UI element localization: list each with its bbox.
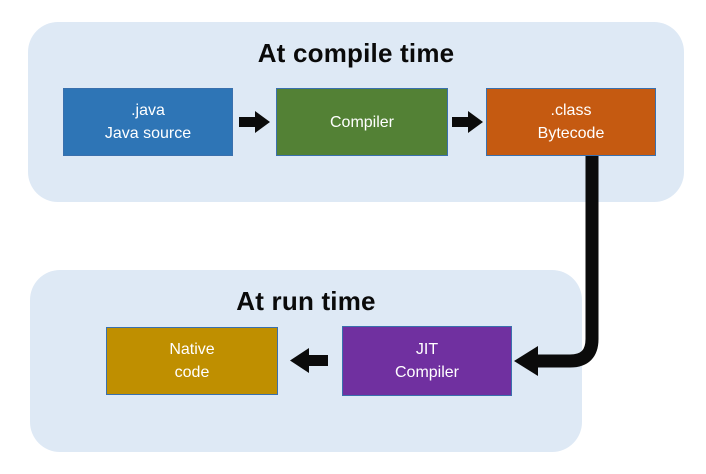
arrow-jit-to-native-icon — [290, 348, 328, 373]
java-source-label-line2: Java source — [104, 125, 192, 142]
arrow-java-to-compiler-icon — [239, 111, 270, 133]
native-code-label-line1: Native — [169, 341, 215, 358]
native-code-label-line2: code — [174, 364, 210, 381]
jit-compiler-box: JIT Compiler — [342, 326, 512, 396]
native-code-box: Native code — [106, 327, 278, 395]
compile-time-title: At compile time — [257, 38, 455, 68]
jit-compiler-label-line1: JIT — [415, 341, 439, 358]
bytecode-label-line1: .class — [550, 102, 592, 119]
arrow-compiler-to-bytecode-icon — [452, 111, 483, 133]
jit-compiler-label-line2: Compiler — [394, 364, 459, 381]
bytecode-label-line2: Bytecode — [537, 125, 605, 142]
java-source-label-line1: .java — [131, 102, 165, 119]
bytecode-box: .class Bytecode — [486, 88, 656, 156]
java-source-box: .java Java source — [63, 88, 233, 156]
compiler-box: Compiler — [276, 88, 448, 156]
compiler-label: Compiler — [329, 113, 394, 131]
run-time-title: At run time — [236, 286, 376, 316]
